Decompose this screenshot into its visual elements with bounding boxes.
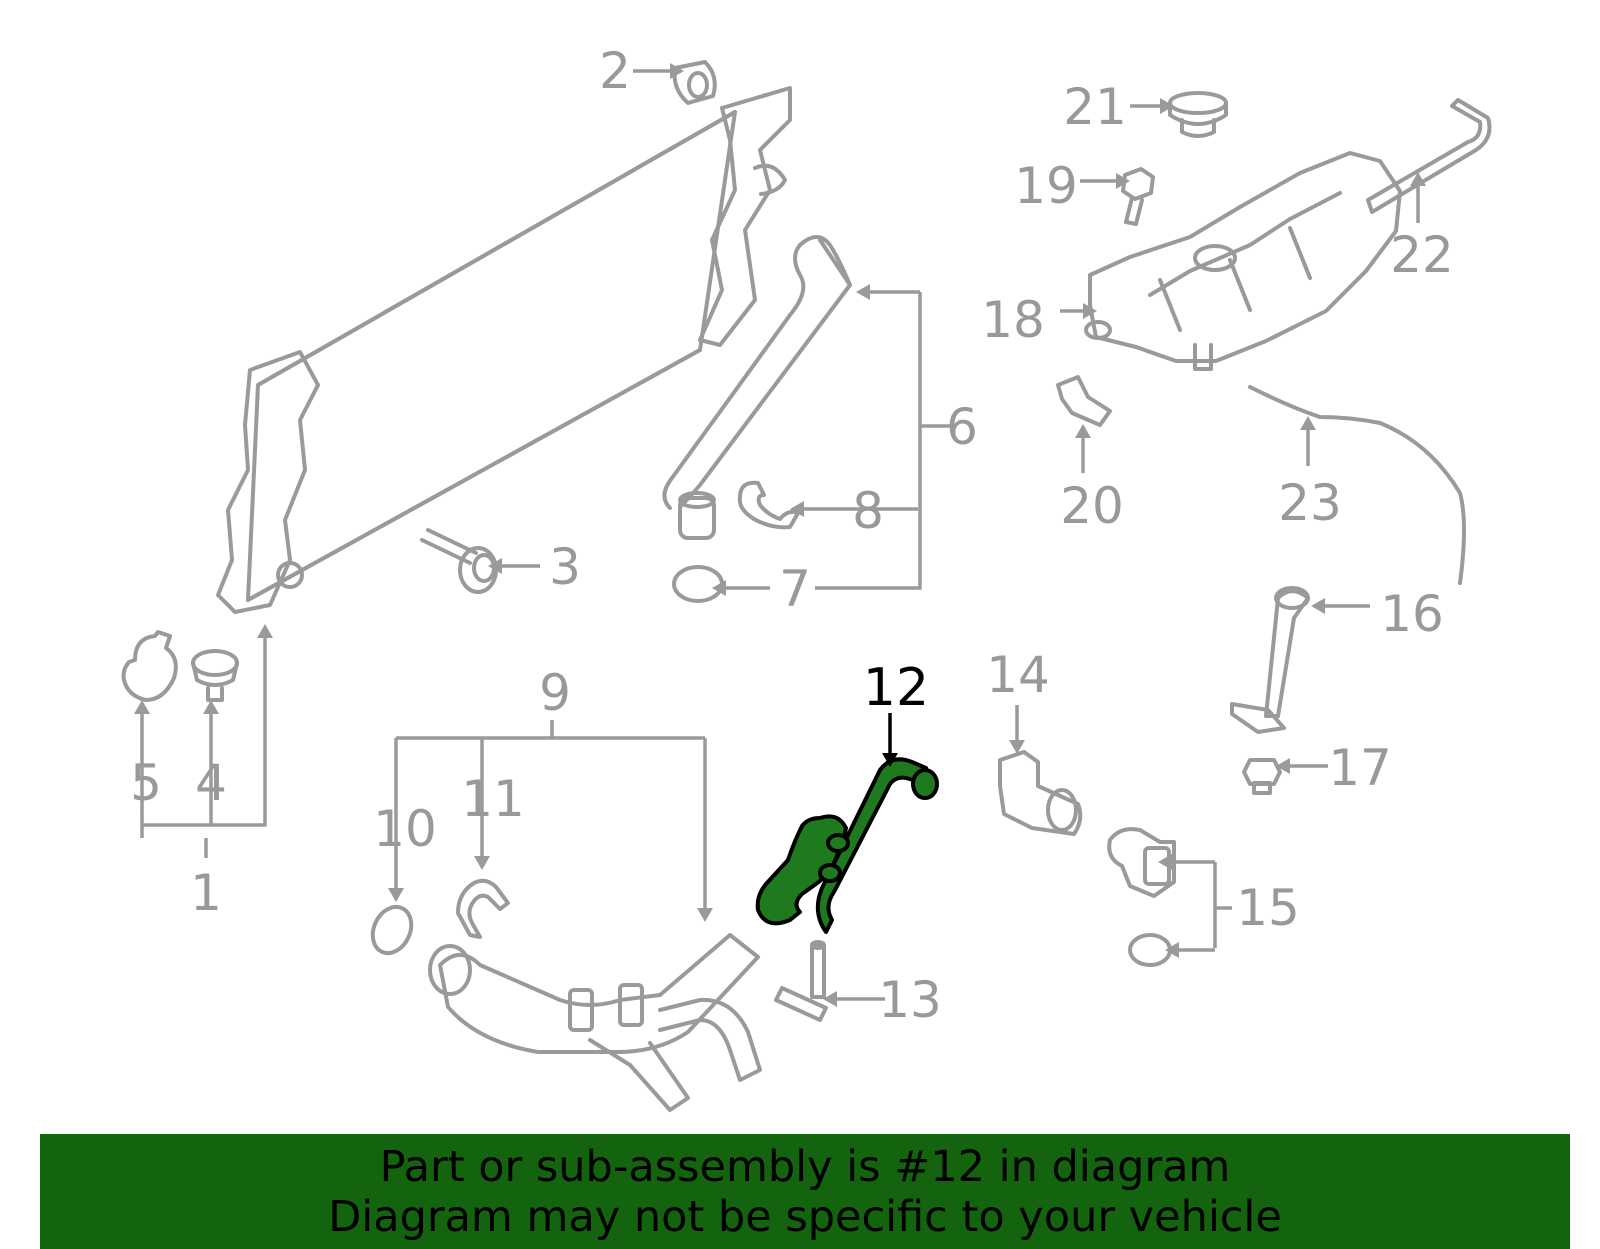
clip-part-20[interactable] xyxy=(1056,375,1112,427)
callout-10: 10 xyxy=(373,800,437,858)
grommet-part-2[interactable] xyxy=(672,60,717,105)
callout-11: 11 xyxy=(461,770,525,828)
clamp-part-8[interactable] xyxy=(737,480,800,530)
sensor-part-14[interactable] xyxy=(998,750,1083,836)
callout-19: 19 xyxy=(1014,157,1078,215)
banner-line-2: Diagram may not be specific to your vehi… xyxy=(328,1191,1282,1242)
callout-1: 1 xyxy=(190,864,222,922)
cap-part-21[interactable] xyxy=(1168,91,1228,138)
hose-part-23[interactable] xyxy=(1248,385,1466,585)
arrowheads xyxy=(134,63,1426,1007)
callout-21: 21 xyxy=(1063,78,1127,136)
o-ring-part-15[interactable] xyxy=(1128,933,1172,967)
callout-6: 6 xyxy=(946,398,978,456)
callout-15: 15 xyxy=(1236,879,1300,937)
bolt-part-19[interactable] xyxy=(1121,167,1155,226)
pipe-part-16[interactable] xyxy=(1230,586,1310,734)
callout-20: 20 xyxy=(1060,477,1124,535)
callout-12-highlighted: 12 xyxy=(863,658,929,718)
overflow-hose-part-22[interactable] xyxy=(1366,98,1492,214)
callout-22: 22 xyxy=(1390,226,1454,284)
callout-9: 9 xyxy=(539,664,571,722)
lower-hose-part-9[interactable] xyxy=(428,933,762,1112)
callout-5: 5 xyxy=(130,754,162,812)
upper-hose-part-6[interactable] xyxy=(662,235,852,540)
clamp-part-11[interactable] xyxy=(456,878,510,939)
info-banner: Part or sub-assembly is #12 in diagram D… xyxy=(40,1134,1570,1249)
callout-4: 4 xyxy=(195,754,227,812)
callout-7: 7 xyxy=(779,560,811,618)
hose-part-12-highlighted[interactable] xyxy=(755,757,939,934)
callout-17: 17 xyxy=(1328,739,1392,797)
leader-lines xyxy=(140,69,1420,1001)
tee-fitting-part-13[interactable] xyxy=(774,940,828,1022)
callout-23: 23 xyxy=(1278,474,1342,532)
banner-line-1: Part or sub-assembly is #12 in diagram xyxy=(379,1141,1231,1192)
callout-18: 18 xyxy=(981,291,1045,349)
bracket-part-5[interactable] xyxy=(121,630,178,702)
reservoir-part-18[interactable] xyxy=(1084,151,1402,371)
callout-13: 13 xyxy=(878,971,942,1029)
bolt-part-3[interactable] xyxy=(420,528,498,594)
callout-16: 16 xyxy=(1380,585,1444,643)
nut-part-17[interactable] xyxy=(1242,758,1282,795)
radiator-part-1[interactable] xyxy=(216,86,792,614)
callout-8: 8 xyxy=(852,482,884,540)
o-ring-part-10[interactable] xyxy=(366,901,419,960)
isolator-part-4[interactable] xyxy=(191,649,239,702)
callout-14: 14 xyxy=(986,646,1050,704)
callout-3: 3 xyxy=(549,538,581,596)
callout-labels: 1 2 3 4 5 6 7 8 9 10 11 12 13 14 15 16 1… xyxy=(130,42,1454,1029)
o-ring-part-7[interactable] xyxy=(672,565,724,603)
callout-2: 2 xyxy=(599,42,631,100)
